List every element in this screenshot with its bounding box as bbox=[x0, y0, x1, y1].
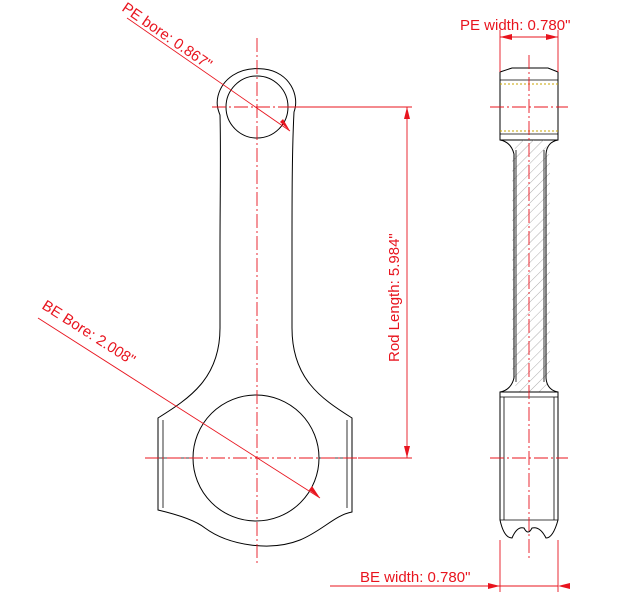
beam-hatching bbox=[512, 140, 550, 392]
pe-bore-leader bbox=[126, 17, 291, 132]
pe-width-arrow-right bbox=[546, 34, 558, 40]
be-width-arrow-left bbox=[488, 583, 500, 589]
be-bore-leader bbox=[37, 317, 321, 499]
pe-width-label: PE width: 0.780" bbox=[460, 17, 570, 34]
be-bore-arrow bbox=[309, 486, 320, 498]
pe-bore-arrow bbox=[280, 119, 290, 131]
front-view: PE bore: 0.867" BE Bore: 2.008" Rod Leng… bbox=[37, 0, 412, 565]
rod-length-arrow-top bbox=[404, 107, 410, 119]
rod-length-label: Rod Length: 5.984" bbox=[386, 233, 403, 362]
rod-outline bbox=[157, 68, 353, 547]
be-width-arrow-right bbox=[558, 583, 570, 589]
pe-width-arrow-left bbox=[500, 34, 512, 40]
be-width-label: BE width: 0.780" bbox=[360, 569, 470, 586]
pe-bore-label: PE bore: 0.867" bbox=[119, 0, 215, 73]
be-side-block bbox=[499, 391, 559, 539]
be-bore-label: BE Bore: 2.008" bbox=[39, 297, 138, 369]
rod-length-arrow-bottom bbox=[404, 446, 410, 458]
beam-outline bbox=[499, 139, 559, 393]
side-view: PE width: 0.780" BE width: 0.780" bbox=[330, 17, 570, 592]
